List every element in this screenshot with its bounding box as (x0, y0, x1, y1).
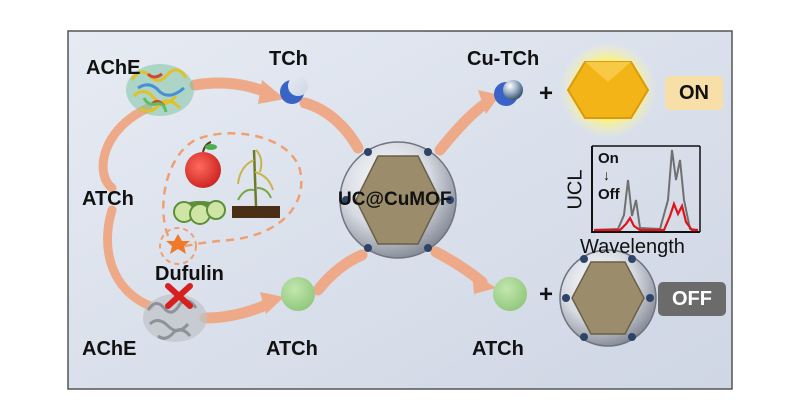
flow-arrow-tch-to-mof (299, 97, 364, 154)
flow-arrow-ache-to-atch (199, 298, 274, 324)
sample-callout (159, 132, 303, 265)
dufulin-star-icon (166, 234, 190, 254)
spectrum-on-label: On (598, 150, 619, 167)
label-tch: TCh (269, 48, 308, 70)
atch-sphere-icon (493, 277, 527, 311)
label-atch-left: ATCh (82, 188, 134, 210)
label-atch-bottom-right: ATCh (472, 338, 524, 360)
flow-arrow-left-arc-lower (103, 205, 155, 311)
label-atch-bottom-mid: ATCh (266, 338, 318, 360)
rice-plant-icon (232, 149, 280, 218)
plus-sign-top: + (539, 80, 554, 107)
spectrum-arrow: ↓ (603, 167, 610, 183)
tch-crescent-icon (280, 76, 308, 104)
spectrum-xlabel: Wavelength (580, 236, 685, 258)
uc-cumof-particle-icon (339, 141, 457, 259)
arrowhead (472, 272, 496, 294)
arrowhead (260, 292, 284, 314)
apple-icon (185, 141, 221, 188)
label-ache-top: AChE (86, 57, 141, 79)
arrowhead (258, 80, 285, 104)
atch-sphere-icon (281, 277, 315, 311)
spectrum-off-label: Off (598, 186, 620, 203)
label-ache-bottom: AChE (82, 338, 137, 360)
label-uc-cumof: UC@CuMOF (338, 189, 452, 210)
flow-arrow-left-arc (98, 103, 153, 193)
spectrum-off-curve (594, 200, 698, 232)
status-badge-on: ON (665, 76, 723, 110)
spectrum-inset (591, 145, 701, 233)
cu-tch-icon (494, 80, 523, 106)
status-badge-off: OFF (658, 282, 726, 316)
spectrum-ylabel: UCL (564, 169, 587, 210)
off-particle-icon (559, 249, 657, 347)
inhibition-x-icon (165, 283, 193, 309)
ache-protein-icon (126, 64, 194, 116)
cucumber-icon (173, 200, 226, 225)
label-dufulin: Dufulin (155, 263, 224, 285)
label-cu-tch: Cu-TCh (467, 48, 540, 70)
plus-sign-bottom: + (539, 281, 554, 308)
flow-arrow-atch-to-mof (312, 249, 368, 296)
